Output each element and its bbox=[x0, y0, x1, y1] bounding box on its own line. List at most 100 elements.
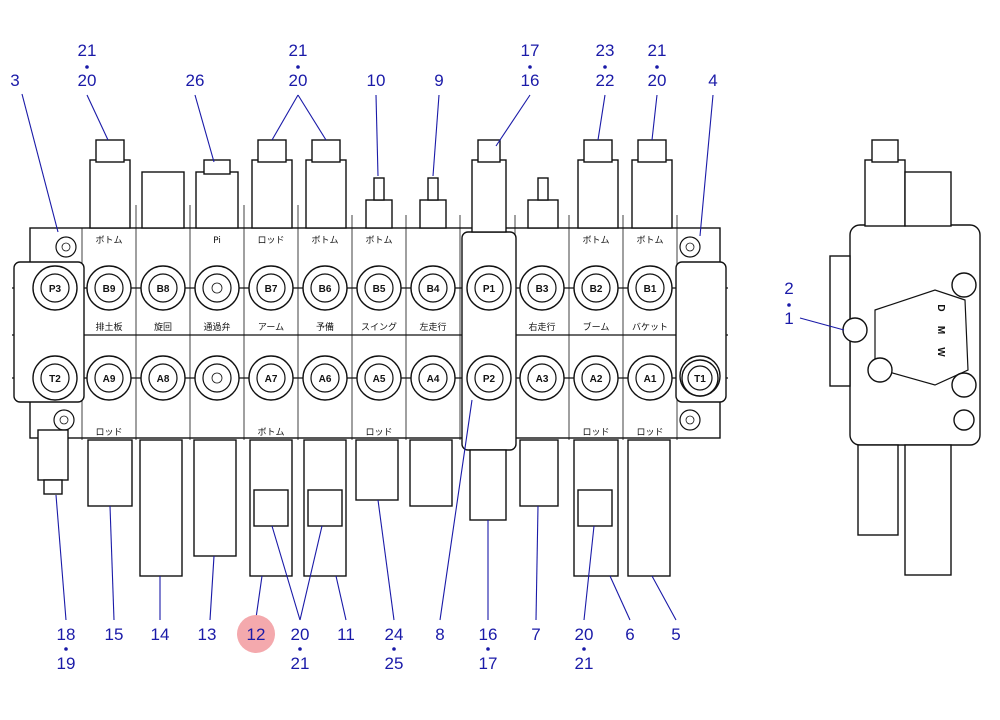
callout-number: 14 bbox=[151, 625, 170, 644]
port-B9: B9 bbox=[86, 265, 132, 311]
bottom-label: ボトム bbox=[257, 427, 284, 438]
port-B1: B1 bbox=[627, 265, 673, 311]
top-label: ボトム bbox=[636, 235, 663, 246]
bottom-label: ロッド bbox=[95, 428, 122, 438]
section-label: 予備 bbox=[316, 321, 334, 333]
callout-number: 20 bbox=[289, 71, 308, 90]
side-letter: M bbox=[935, 326, 946, 334]
section-label: 排土板 bbox=[95, 321, 122, 333]
callout-number: 23 bbox=[596, 41, 615, 60]
callout-number: 18 bbox=[57, 625, 76, 644]
svg-text:B9: B9 bbox=[103, 284, 116, 295]
svg-text:A5: A5 bbox=[373, 374, 386, 385]
port-T2: T2 bbox=[32, 355, 78, 401]
top-label: ボトム bbox=[95, 235, 122, 246]
callout-number: 16 bbox=[521, 71, 540, 90]
callout-number: 3 bbox=[10, 71, 19, 90]
callout-number: 12 bbox=[247, 625, 266, 644]
callout-separator-dot bbox=[655, 65, 659, 69]
section-label: スイング bbox=[361, 321, 397, 333]
section-label: バケット bbox=[632, 322, 668, 333]
callout-c-21-20-right: 21 20 bbox=[648, 41, 667, 90]
callout-b-5: 5 bbox=[671, 625, 680, 644]
svg-text:A7: A7 bbox=[265, 374, 278, 385]
callout-number: 7 bbox=[531, 625, 540, 644]
highlight-marker bbox=[237, 615, 275, 653]
port-A1: A1 bbox=[627, 355, 673, 401]
port-B5: B5 bbox=[356, 265, 402, 311]
callout-separator-dot bbox=[528, 65, 532, 69]
port-B7: B7 bbox=[248, 265, 294, 311]
callout-c-10: 10 bbox=[367, 71, 386, 90]
callout-separator-dot bbox=[85, 65, 89, 69]
callout-c-9: 9 bbox=[434, 71, 443, 90]
port-A2: A2 bbox=[573, 355, 619, 401]
callout-number: 6 bbox=[625, 625, 634, 644]
port-P3: P3 bbox=[32, 265, 78, 311]
port-pi-valve bbox=[194, 265, 240, 311]
section-label: 通過弁 bbox=[203, 321, 230, 333]
svg-text:A6: A6 bbox=[319, 374, 332, 385]
port-A6: A6 bbox=[302, 355, 348, 401]
callout-b-14: 14 bbox=[151, 625, 170, 644]
callout-number: 10 bbox=[367, 71, 386, 90]
svg-text:B8: B8 bbox=[157, 284, 170, 295]
callout-separator-dot bbox=[298, 647, 302, 651]
callout-b-7: 7 bbox=[531, 625, 540, 644]
svg-text:B5: B5 bbox=[373, 284, 386, 295]
svg-text:A4: A4 bbox=[427, 374, 440, 385]
port-B6: B6 bbox=[302, 265, 348, 311]
bottom-spool-caps bbox=[37, 429, 671, 577]
svg-text:A8: A8 bbox=[157, 374, 170, 385]
callout-number: 20 bbox=[648, 71, 667, 90]
port-A7: A7 bbox=[248, 355, 294, 401]
callout-number: 1 bbox=[784, 309, 793, 328]
callout-c-26: 26 bbox=[186, 71, 205, 90]
callout-number: 21 bbox=[648, 41, 667, 60]
callout-number: 21 bbox=[289, 41, 308, 60]
callout-separator-dot bbox=[296, 65, 300, 69]
callout-number: 24 bbox=[385, 625, 404, 644]
svg-text:P1: P1 bbox=[483, 284, 496, 295]
svg-text:A9: A9 bbox=[103, 374, 116, 385]
side-view-letters: DMW bbox=[935, 304, 946, 357]
callout-c-3: 3 bbox=[10, 71, 19, 90]
port-P2: P2 bbox=[466, 355, 512, 401]
bottom-label: ロッド bbox=[365, 428, 392, 438]
callout-number: 9 bbox=[434, 71, 443, 90]
svg-text:B6: B6 bbox=[319, 284, 332, 295]
callout-c-2-1: 21 bbox=[784, 279, 793, 328]
callout-number: 17 bbox=[521, 41, 540, 60]
svg-text:T2: T2 bbox=[49, 374, 61, 385]
port-P1: P1 bbox=[466, 265, 512, 311]
callout-number: 16 bbox=[479, 625, 498, 644]
callout-b-6: 6 bbox=[625, 625, 634, 644]
callout-number: 21 bbox=[575, 654, 594, 673]
port-B3: B3 bbox=[519, 265, 565, 311]
svg-text:B4: B4 bbox=[427, 284, 440, 295]
section-label: 右走行 bbox=[528, 321, 555, 333]
callout-number: 22 bbox=[596, 71, 615, 90]
callout-number: 17 bbox=[479, 654, 498, 673]
port-B8: B8 bbox=[140, 265, 186, 311]
callout-separator-dot bbox=[582, 647, 586, 651]
section-label: ブーム bbox=[583, 321, 610, 333]
top-label: ボトム bbox=[311, 235, 338, 246]
side-letter: W bbox=[935, 347, 946, 357]
callout-number: 20 bbox=[575, 625, 594, 644]
callout-separator-dot bbox=[486, 647, 490, 651]
svg-text:B7: B7 bbox=[265, 284, 278, 295]
callout-number: 21 bbox=[291, 654, 310, 673]
port-A8: A8 bbox=[140, 355, 186, 401]
svg-text:T1: T1 bbox=[694, 374, 706, 385]
bottom-label: ロッド bbox=[582, 428, 609, 438]
